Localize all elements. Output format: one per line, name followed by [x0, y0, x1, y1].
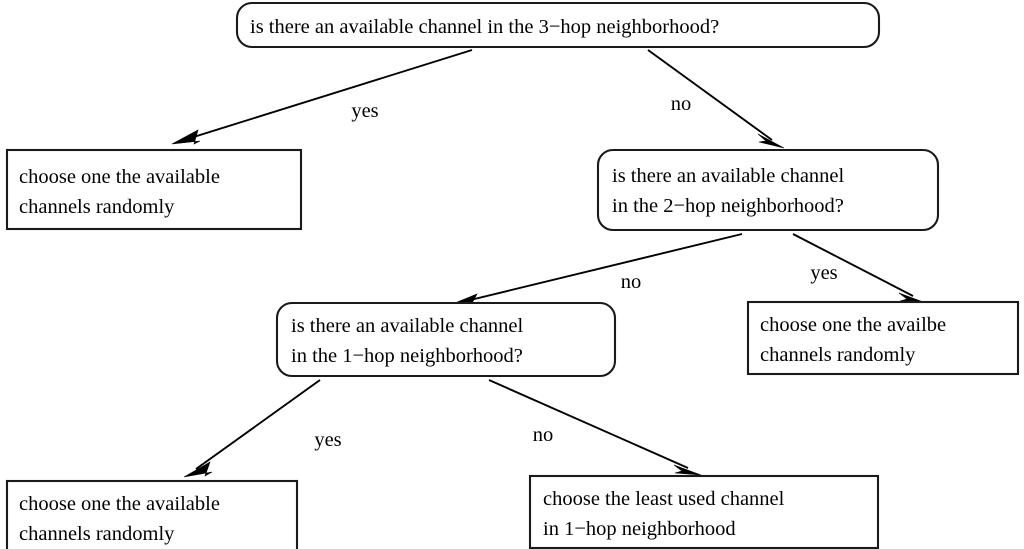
node-text-line: channels randomly: [19, 523, 175, 545]
node-text-line: choose one the availbe: [760, 314, 946, 336]
node-choose-3hop[interactable]: choose one the available channels random…: [5, 148, 303, 231]
node-shape-rect: [528, 474, 880, 549]
edge-label-no-1: no: [671, 93, 692, 115]
edge-label-yes-3: yes: [314, 429, 341, 451]
edge-line: [461, 233, 743, 303]
node-shape-rect: [5, 479, 299, 549]
node-text-line: choose one the available: [19, 493, 220, 515]
arrow-head: [171, 129, 201, 145]
node-text-line: channels randomly: [19, 196, 175, 218]
node-choose-1hop[interactable]: choose one the available channels random…: [5, 479, 299, 549]
edge-q3hop-no: no: [647, 49, 785, 149]
node-shape-rounded: [235, 1, 881, 49]
node-text-line: in 1−hop neighborhood: [543, 518, 736, 540]
node-q1hop[interactable]: is there an available channel in the 1−h…: [275, 301, 617, 378]
arrow-head: [183, 461, 213, 478]
node-choose-2hop[interactable]: choose one the availbe channels randomly: [746, 300, 1020, 376]
node-shape-rect: [746, 300, 1020, 376]
arrow-head: [757, 133, 785, 149]
edge-label-yes-2: yes: [810, 262, 837, 284]
edge-line: [647, 49, 773, 141]
edge-label-no-2: no: [621, 271, 642, 293]
node-shape-rect: [5, 148, 303, 231]
node-text-line: in the 1−hop neighborhood?: [291, 345, 523, 367]
arrow-head: [673, 464, 702, 476]
edge-q3hop-yes: yes: [171, 49, 473, 145]
node-text-line: choose one the available: [19, 166, 220, 188]
node-text-line: choose the least used channel: [543, 488, 785, 510]
edge-line: [195, 379, 321, 470]
node-text-line: channels randomly: [760, 344, 916, 366]
node-q2hop[interactable]: is there an available channel in the 2−h…: [596, 148, 940, 232]
node-text-line: is there an available channel in the 3−h…: [250, 16, 719, 38]
edge-q1hop-yes: yes: [183, 379, 342, 478]
edge-label-yes-1: yes: [351, 100, 378, 122]
edge-q2hop-yes: yes: [792, 233, 927, 304]
node-text-line: in the 2−hop neighborhood?: [612, 195, 844, 217]
node-shape-rounded: [596, 148, 940, 232]
node-text-line: is there an available channel: [612, 165, 845, 187]
edge-line: [488, 379, 689, 469]
edge-q2hop-no: no: [449, 233, 743, 306]
node-shape-rounded: [275, 301, 617, 378]
edge-line: [792, 233, 914, 297]
node-text-line: is there an available channel: [291, 315, 524, 337]
edge-q1hop-no: no: [488, 379, 702, 476]
edge-line: [183, 49, 473, 141]
node-q3hop[interactable]: is there an available channel in the 3−h…: [235, 1, 881, 49]
node-choose-least-used[interactable]: choose the least used channel in 1−hop n…: [528, 474, 880, 549]
edge-label-no-3: no: [533, 424, 554, 446]
